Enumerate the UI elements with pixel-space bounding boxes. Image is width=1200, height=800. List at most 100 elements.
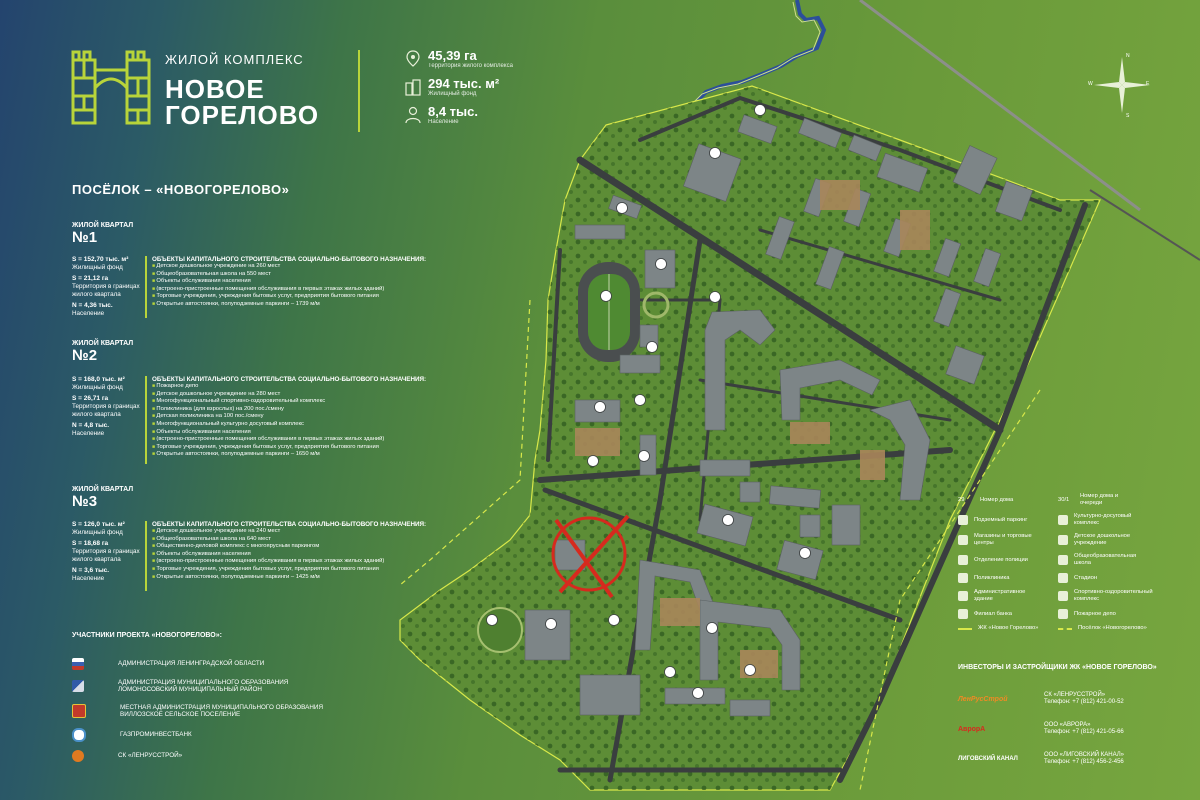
legend-label: Поликлиника: [974, 574, 1010, 581]
logo-emblem: [70, 48, 152, 126]
stat-population-label: Население: [428, 119, 459, 125]
quarter-stat-value: N = 4,36 тыс.: [72, 302, 113, 309]
objects-list: Детское дошкольное учреждение на 240 мес…: [152, 528, 432, 581]
objects-list: Детское дошкольное учреждение на 260 мес…: [152, 263, 432, 309]
investor-row: ЛенРусСтрой СК «ЛЕНРУССТРОЙ»Телефон: +7 …: [958, 684, 1178, 714]
object-item: Детское дошкольное учреждение на 280 мес…: [152, 391, 432, 399]
quarter-stat-label: Жилищный фонд: [72, 384, 123, 391]
quarter-stat-value: S = 21,12 га: [72, 275, 109, 282]
legend-item: Стадион: [1058, 573, 1168, 583]
object-item: (встроено-пристроенные помещения обслужи…: [152, 286, 432, 294]
object-item: Объекты обслуживания населения: [152, 429, 432, 437]
village-border-icon: [1058, 627, 1072, 630]
map-pin: [722, 514, 734, 526]
legend-item: Поликлиника: [958, 573, 1054, 583]
complex-border-icon: [958, 627, 972, 630]
quarter-2: ЖИЛОЙ КВАРТАЛ №2: [72, 340, 133, 364]
legend-label: Номер дома: [980, 496, 1014, 503]
logo-title: НОВОЕ ГОРЕЛОВО: [165, 76, 319, 128]
investor-phone: Телефон: +7 (812) 421-05-66: [1044, 729, 1124, 735]
object-item: Объекты обслуживания населения: [152, 278, 432, 286]
quarter-stat-label: Жилищный фонд: [72, 529, 123, 536]
district-emblem-icon: [72, 680, 84, 692]
riverbank: [691, 1, 821, 105]
bank-icon: [958, 609, 968, 619]
compass-north: N: [1126, 53, 1130, 59]
stat-housing-label: Жилищный фонд: [428, 91, 477, 97]
participant-name: МЕСТНАЯ АДМИНИСТРАЦИЯ МУНИЦИПАЛЬНОГО ОБР…: [120, 703, 323, 719]
participant-row: АДМИНИСТРАЦИЯ МУНИЦИПАЛЬНОГО ОБРАЗОВАНИЯ…: [72, 674, 340, 698]
participant-name: СК «ЛЕНРУССТРОЙ»: [118, 752, 183, 760]
legend-label: Отделение полиции: [974, 556, 1028, 563]
legend-item: Посёлок «Новогорелово»: [1058, 625, 1168, 632]
object-item: Общеобразовательная школа на 640 мест: [152, 536, 432, 544]
map-pin: [638, 450, 650, 462]
object-item: Пожарное депо: [152, 383, 432, 391]
quarter-stat-label: Население: [72, 575, 105, 582]
roundabout: [477, 607, 523, 653]
legend-label: ЖК «Новое Горелово»: [978, 625, 1039, 631]
stat-population-row: 8,4 тыс.Население: [404, 104, 513, 125]
village-boundary: [399, 299, 531, 586]
legend-label: Магазины и торговые центры: [974, 533, 1032, 546]
clinic-icon: [958, 573, 968, 583]
quarter-2-objects: ОБЪЕКТЫ КАПИТАЛЬНОГО СТРОИТЕЛЬСТВА СОЦИА…: [152, 376, 432, 459]
participants-list: АДМИНИСТРАЦИЯ ЛЕНИНГРАДСКОЙ ОБЛАСТИ АДМИ…: [72, 654, 340, 766]
bank-logo-icon: [72, 728, 86, 742]
object-item: Поликлиника (для взрослых) на 200 пос./с…: [152, 406, 432, 414]
ligovsky-kanal-logo: ЛИГОВСКИЙ КАНАЛ: [958, 756, 1018, 762]
object-item: (встроено-пристроенные помещения обслужи…: [152, 436, 432, 444]
roundabout: [642, 291, 670, 319]
stat-area-label: Территория жилого комплекса: [428, 63, 513, 69]
legend-item: Отделение полиции: [958, 553, 1054, 567]
quarter-1: ЖИЛОЙ КВАРТАЛ №1: [72, 222, 133, 246]
legend-item: Подземный паркинг: [958, 513, 1054, 527]
parking-icon: [958, 515, 968, 525]
lenrusstroy-logo: ЛенРусСтрой: [958, 695, 1008, 703]
village-boundary: [859, 389, 1041, 791]
legend-item: Спортивно-оздоровительный комплекс: [1058, 589, 1168, 603]
person-icon: [405, 106, 421, 123]
map-pin: [709, 147, 721, 159]
stadium-icon: [1058, 573, 1068, 583]
quarter-stat-value: N = 4,8 тыс.: [72, 422, 110, 429]
legend-item: Общеобразовательная школа: [1058, 553, 1168, 567]
legend-label: Общеобразовательная школа: [1074, 553, 1137, 566]
quarter-stat-label: Население: [72, 310, 105, 317]
legend-label: Филиал банка: [974, 610, 1012, 617]
participants-title: УЧАСТНИКИ ПРОЕКТА «НОВОГОРЕЛОВО»:: [72, 632, 222, 639]
legend-label: Посёлок «Новогорелово»: [1078, 625, 1147, 631]
map-pin: [545, 618, 557, 630]
map-pin: [709, 291, 721, 303]
quarter-head: ЖИЛОЙ КВАРТАЛ: [72, 340, 134, 347]
legend-item: Пожарное депо: [1058, 609, 1168, 619]
participant-row: АДМИНИСТРАЦИЯ ЛЕНИНГРАДСКОЙ ОБЛАСТИ: [72, 654, 340, 674]
section-title: ПОСЁЛОК – «НОВОГОРЕЛОВО»: [72, 182, 290, 197]
road-south: [542, 487, 903, 623]
map-pin: [587, 455, 599, 467]
map-pin: [594, 401, 606, 413]
objects-title: ОБЪЕКТЫ КАПИТАЛЬНОГО СТРОИТЕЛЬСТВА СОЦИА…: [152, 521, 427, 528]
buildings-icon: [405, 78, 421, 96]
object-item: Детское дошкольное учреждение на 240 мес…: [152, 528, 432, 536]
quarter-3-objects: ОБЪЕКТЫ КАПИТАЛЬНОГО СТРОИТЕЛЬСТВА СОЦИА…: [152, 521, 432, 581]
quarter-stat-value: N = 3,6 тыс.: [72, 567, 110, 574]
investor-name: ООО «ЛИГОВСКИЙ КАНАЛ»: [1044, 751, 1124, 758]
participant-row: СК «ЛЕНРУССТРОЙ»: [72, 746, 340, 766]
legend-item: Административное здание: [958, 589, 1054, 603]
stat-population-value: 8,4 тыс.: [428, 104, 478, 119]
investor-row: АврорА ООО «АВРОРА»Телефон: +7 (812) 421…: [958, 714, 1178, 744]
objects-title: ОБЪЕКТЫ КАПИТАЛЬНОГО СТРОИТЕЛЬСТВА СОЦИА…: [152, 256, 427, 263]
quarter-stat-value: S = 26,71 га: [72, 395, 109, 402]
stat-area-value: 45,39 га: [428, 48, 477, 63]
compass: N E S W: [1088, 53, 1152, 119]
object-item: Торговые учреждения, учреждения бытовых …: [152, 293, 432, 301]
investor-info: ООО «ЛИГОВСКИЙ КАНАЛ»Телефон: +7 (812) 4…: [1044, 752, 1124, 767]
location-pin-icon: [406, 49, 420, 67]
investor-info: СК «ЛЕНРУССТРОЙ»Телефон: +7 (812) 421-00…: [1044, 692, 1124, 707]
legend-item: ЖК «Новое Горелово»: [958, 625, 1054, 632]
logo-subtitle: ЖИЛОЙ КОМПЛЕКС: [165, 52, 304, 67]
